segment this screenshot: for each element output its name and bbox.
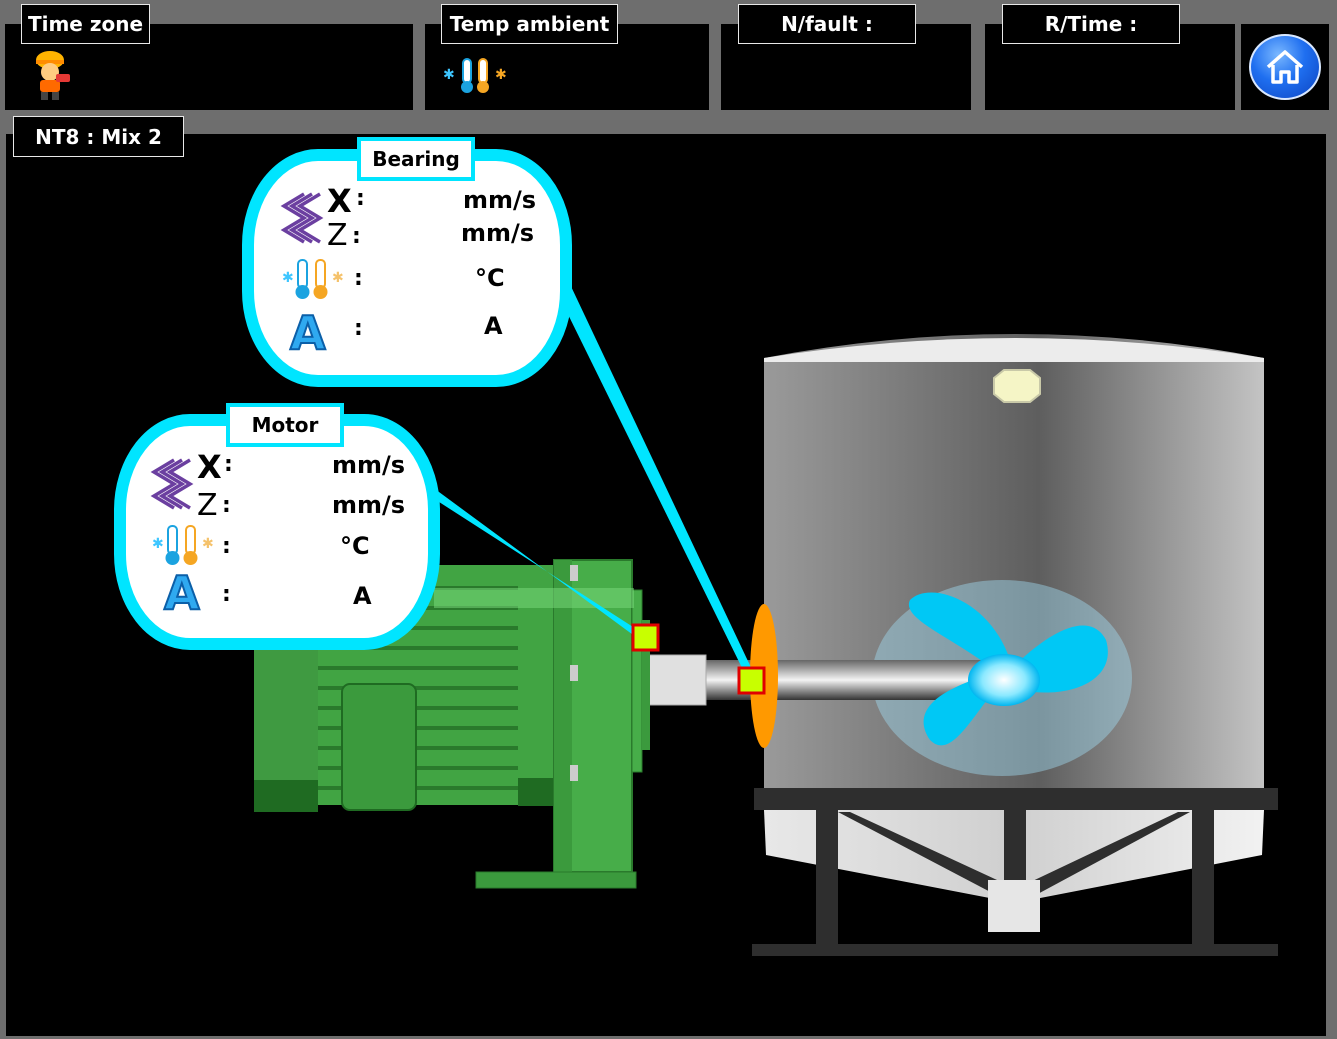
bearing-current-unit: A [484, 312, 503, 340]
worker-mascot-icon [36, 51, 70, 100]
svg-text:✱: ✱ [282, 270, 294, 286]
motor-z-colon: : [222, 493, 231, 518]
motor-z-unit: mm/s [332, 491, 406, 519]
bearing-x-unit: mm/s [463, 186, 537, 214]
motor-z-label: Z [197, 488, 218, 523]
bearing-current-colon: : [354, 316, 363, 341]
svg-text:✱: ✱ [495, 67, 507, 83]
bearing-title: Bearing [357, 137, 475, 181]
svg-text:✱: ✱ [152, 536, 164, 552]
bearing-sensor [737, 666, 766, 695]
bearing-z-unit: mm/s [461, 219, 535, 247]
motor-title: Motor [226, 403, 344, 447]
bearing-x-colon: : [356, 186, 365, 211]
bearing-temp-unit: °C [475, 264, 505, 292]
motor-current-colon: : [222, 582, 231, 607]
motor-temp-unit: °C [340, 532, 370, 560]
thermometer-icon: ✱ ✱ [443, 58, 507, 93]
bearing-ampere-icon: A [289, 305, 327, 361]
svg-text:✱: ✱ [202, 536, 214, 552]
motor-vibration-icon [150, 458, 194, 510]
bearing-temp-colon: : [354, 266, 363, 291]
svg-text:✱: ✱ [443, 67, 455, 83]
motor-temp-colon: : [222, 534, 231, 559]
home-button[interactable] [1249, 34, 1321, 100]
motor-ampere-icon: A [163, 565, 201, 621]
motor-x-unit: mm/s [332, 451, 406, 479]
motor-pointer [420, 478, 644, 640]
bearing-x-label: X [327, 182, 352, 220]
bearing-z-colon: : [352, 224, 361, 249]
motor-x-colon: : [224, 452, 233, 477]
motor-x-label: X [197, 448, 222, 486]
time-zone-label: Time zone [21, 4, 150, 44]
bearing-z-label: Z [327, 218, 348, 253]
bearing-pointer [556, 280, 755, 680]
temp-ambient-label: Temp ambient [441, 4, 618, 44]
bearing-thermometer-icon: ✱ ✱ [282, 259, 344, 299]
motor-current-unit: A [353, 582, 372, 610]
tank-fitting [993, 369, 1041, 403]
nfault-label: N/fault : [738, 4, 916, 44]
svg-text:✱: ✱ [332, 270, 344, 286]
rtime-label: R/Time : [1002, 4, 1180, 44]
motor-body [254, 559, 650, 889]
vibration-icon [280, 192, 324, 244]
motor-sensor [631, 623, 660, 652]
propeller-hub [968, 654, 1040, 706]
screen-title: NT8 : Mix 2 [13, 116, 184, 157]
motor-thermometer-icon: ✱ ✱ [152, 525, 214, 565]
home-icon [1266, 50, 1304, 84]
